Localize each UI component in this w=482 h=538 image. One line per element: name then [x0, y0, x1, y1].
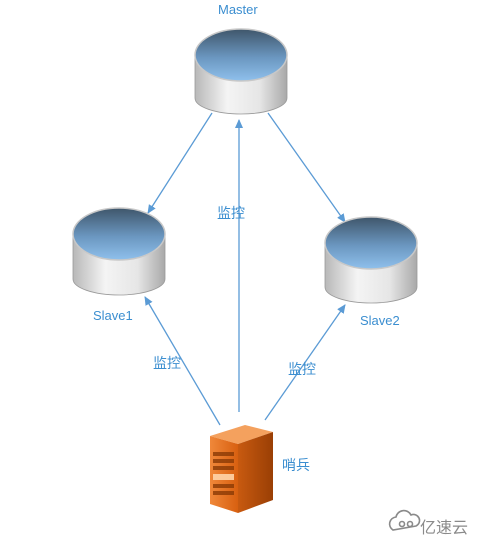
master-database-icon: [194, 28, 288, 115]
sentinel-server-icon: [210, 425, 273, 513]
sentinel-label: 哨兵: [282, 457, 310, 473]
slave2-monitor-label: 监控: [288, 361, 316, 377]
slave1-label: Slave1: [93, 308, 133, 323]
master-label: Master: [218, 2, 258, 17]
master-monitor-label: 监控: [217, 205, 245, 221]
arrow-sentinel-to-slave1: [144, 296, 221, 426]
slave1-database-icon: [72, 207, 166, 296]
arrow-sentinel-to-slave2: [264, 304, 346, 421]
arrow-master-to-slave2: [267, 112, 346, 223]
watermark-text: 亿速云: [420, 518, 469, 537]
slave2-label: Slave2: [360, 313, 400, 328]
slave1-monitor-label: 监控: [153, 355, 181, 371]
arrow-master-to-slave1: [147, 112, 213, 214]
slave2-database-icon: [324, 216, 418, 304]
cloud-logo-icon: [388, 509, 421, 531]
